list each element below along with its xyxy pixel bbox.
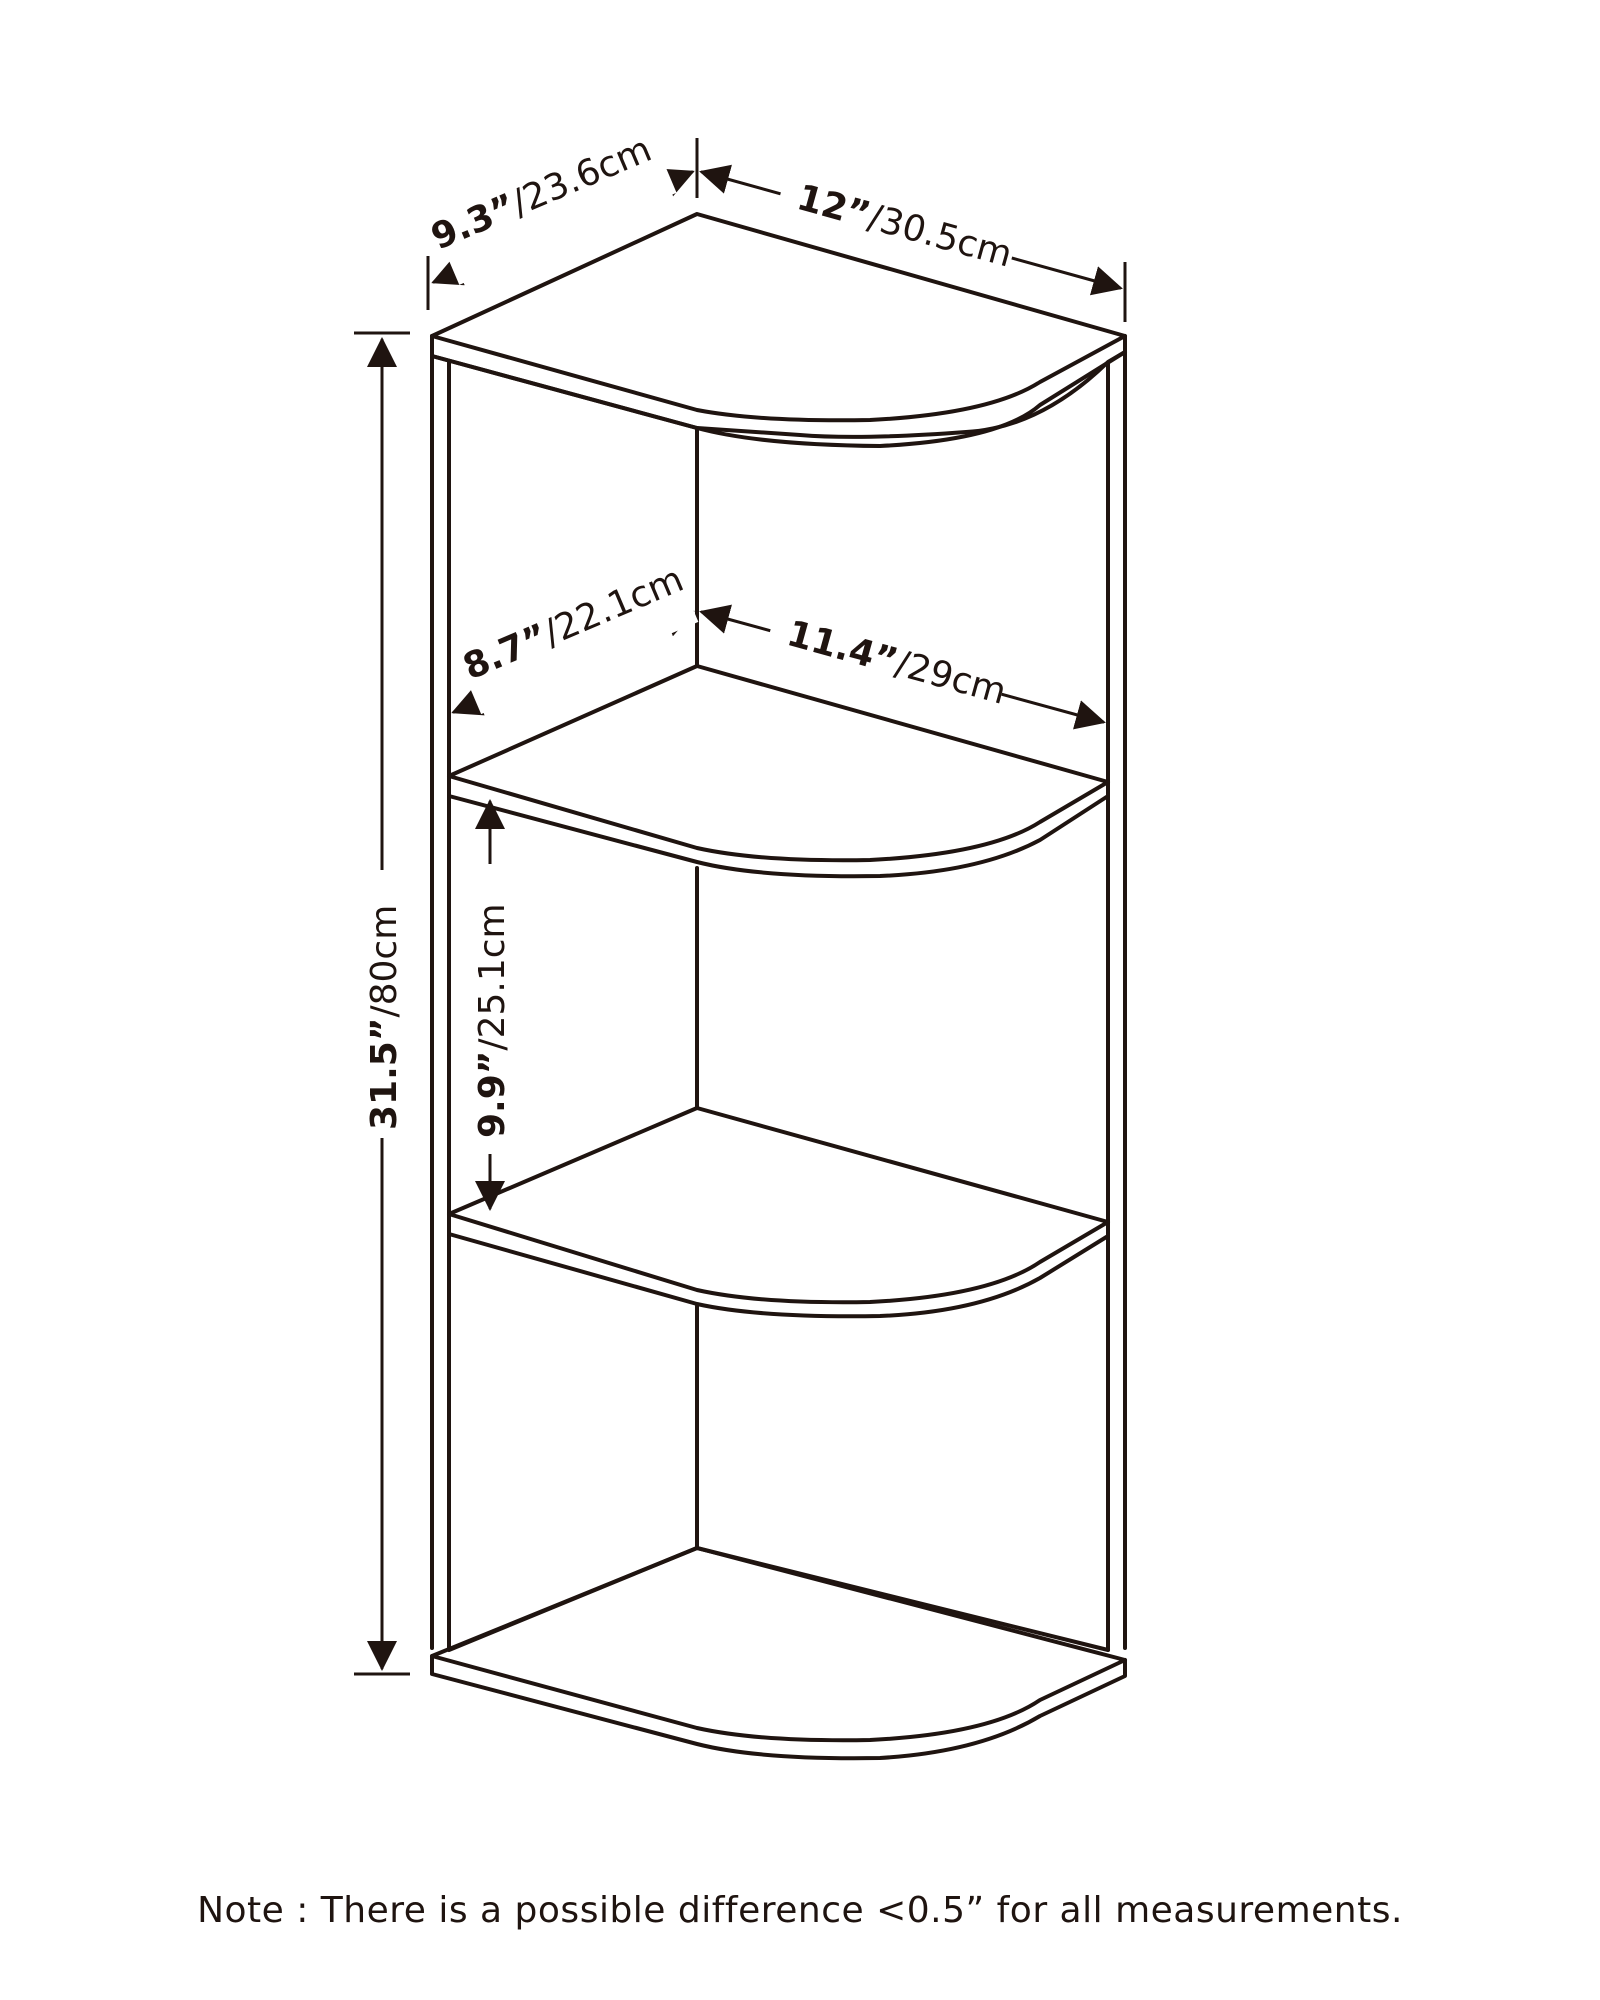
right-side-panel [1106, 350, 1127, 1652]
shelf-unit [430, 212, 1127, 1761]
shelf-spacing-metric: /25.1cm [472, 903, 513, 1050]
shelf-spacing-bold: 9.9” [472, 1051, 513, 1138]
shelf-2 [447, 1106, 1110, 1319]
overall-height-label: 31.5”/80cm [364, 905, 405, 1130]
bottom-panel [430, 1546, 1127, 1761]
overall-height-bold: 31.5” [364, 1018, 405, 1130]
measurement-note: Note : There is a possible difference <0… [197, 1890, 1403, 1931]
left-side-panel [430, 354, 451, 1652]
shelf-spacing-label: 9.9”/25.1cm [472, 903, 513, 1138]
overall-height-metric: /80cm [364, 905, 405, 1018]
dimension-shelf-spacing: 9.9”/25.1cm [464, 799, 516, 1211]
dimension-overall-height: 31.5”/80cm [354, 331, 410, 1676]
shelf-1 [447, 664, 1110, 879]
